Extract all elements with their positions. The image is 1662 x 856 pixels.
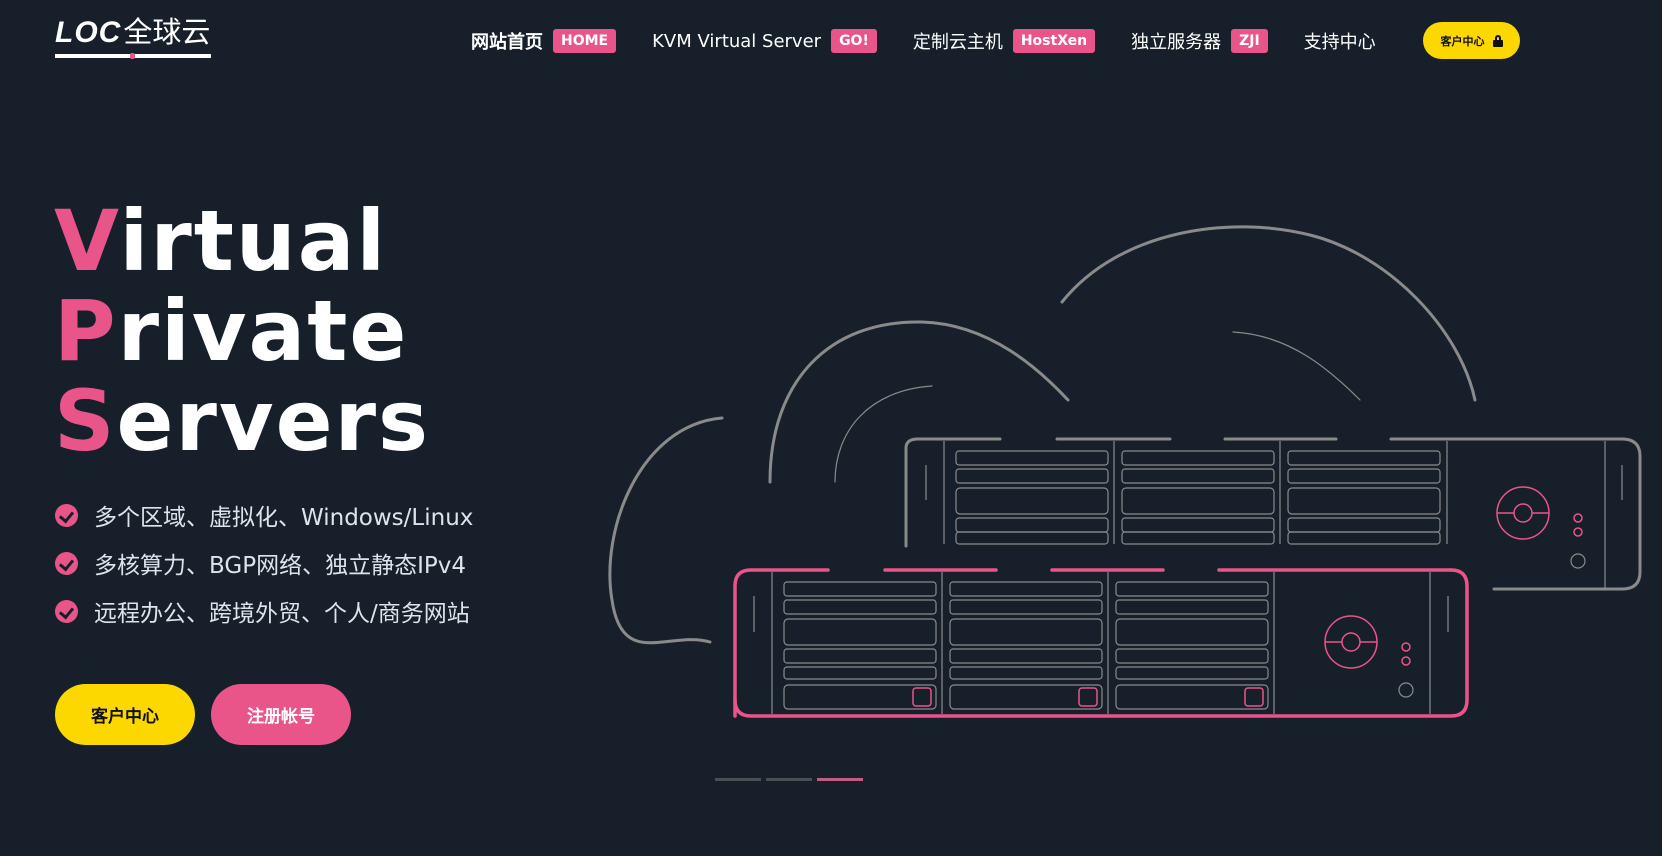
- nav-label: 网站首页: [471, 32, 543, 53]
- cloud-server-illustration: [608, 225, 1642, 718]
- hero-title: Virtual Private Servers: [54, 196, 430, 466]
- hero-client-center-button[interactable]: 客户中心: [55, 684, 195, 745]
- client-center-button[interactable]: 客户中心: [1423, 22, 1520, 59]
- lock-icon: [1492, 34, 1503, 47]
- logo[interactable]: LOC 全球云: [55, 16, 213, 62]
- nav-label: 支持中心: [1303, 32, 1376, 53]
- nav-badge: ZJI: [1231, 29, 1268, 53]
- hero-line: Virtual: [54, 192, 388, 290]
- main-nav: 网站首页 HOME KVM Virtual Server GO! 定制云主机 H…: [471, 26, 1412, 56]
- hero-line: Private: [54, 282, 409, 380]
- cloud-outline-icon: [608, 225, 1477, 645]
- server-rack-back-icon: [904, 437, 1642, 591]
- nav-item-kvm[interactable]: KVM Virtual Server GO!: [652, 29, 877, 53]
- logo-name: 全球云: [123, 17, 211, 49]
- nav-badge: HOME: [553, 29, 617, 53]
- logo-brand: LOC: [55, 16, 122, 49]
- nav-item-support[interactable]: 支持中心: [1304, 28, 1376, 54]
- nav-label: 独立服务器: [1131, 32, 1222, 53]
- logo-dot: [130, 53, 135, 59]
- nav-item-home[interactable]: 网站首页 HOME: [471, 28, 617, 54]
- carousel-indicators: [715, 778, 868, 781]
- carousel-indicator-3[interactable]: [817, 778, 863, 781]
- feature-item: 远程办公、跨境外贸、个人/商务网站: [55, 587, 473, 635]
- nav-badge: HostXen: [1012, 29, 1096, 53]
- check-circle-icon: [55, 599, 78, 623]
- feature-item: 多个区域、虚拟化、Windows/Linux: [55, 491, 473, 539]
- check-circle-icon: [55, 503, 78, 527]
- feature-item: 多核算力、BGP网络、独立静态IPv4: [55, 539, 473, 587]
- check-circle-icon: [55, 551, 78, 575]
- nav-item-dedicated[interactable]: 独立服务器 ZJI: [1131, 28, 1268, 54]
- client-center-label: 客户中心: [1440, 34, 1485, 48]
- nav-label: 定制云主机: [912, 32, 1003, 53]
- feature-list: 多个区域、虚拟化、Windows/Linux 多核算力、BGP网络、独立静态IP…: [55, 491, 473, 635]
- nav-label: KVM Virtual Server: [652, 30, 822, 52]
- carousel-indicator-2[interactable]: [766, 778, 812, 781]
- server-rack-front-icon: [733, 568, 1469, 718]
- hero-line: Servers: [54, 372, 431, 470]
- register-account-button[interactable]: 注册帐号: [211, 684, 351, 745]
- nav-badge: GO!: [831, 29, 877, 53]
- nav-item-custom-cloud[interactable]: 定制云主机 HostXen: [912, 28, 1096, 54]
- carousel-indicator-1[interactable]: [715, 778, 761, 781]
